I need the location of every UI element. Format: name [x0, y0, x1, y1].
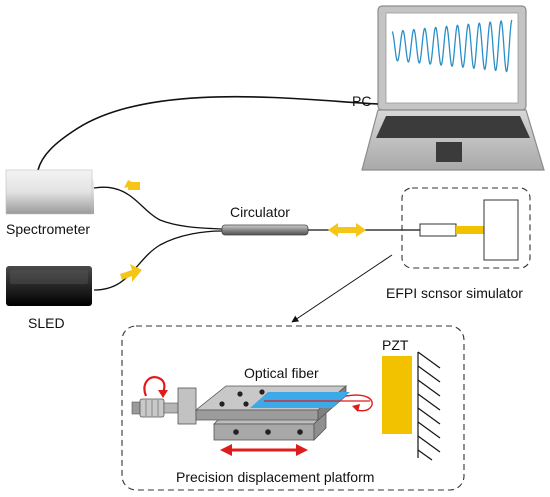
fiber-spectrometer — [93, 186, 223, 230]
arrow-to-spectrometer — [124, 180, 140, 190]
pzt-label: PZT — [382, 337, 409, 353]
efpi-fiber-yellow — [456, 226, 484, 234]
double-arrow-icon — [328, 223, 366, 237]
laptop-icon — [361, 5, 545, 171]
circulator-device — [221, 224, 309, 236]
platform-dashed-box — [121, 325, 465, 491]
fiber-sled — [93, 230, 223, 291]
arrow-from-sled — [120, 264, 142, 282]
pzt-block — [382, 356, 412, 434]
efpi-dashed-box — [401, 187, 531, 269]
translation-arrow — [220, 444, 308, 456]
efpi-label: EFPI scnsor simulator — [386, 285, 523, 301]
spectrometer-label: Spectrometer — [6, 221, 90, 237]
platform-stage — [131, 385, 350, 441]
reflection-arrow — [345, 394, 373, 412]
optical-fiber-label: Optical fiber — [244, 365, 319, 381]
efpi-reflector — [483, 199, 519, 261]
zoom-pointer — [291, 254, 393, 323]
circulator-label: Circulator — [230, 204, 290, 220]
wall-hatch — [417, 351, 441, 461]
screen-waveform — [391, 19, 513, 73]
sled-device — [6, 266, 92, 306]
spectrometer-device — [5, 169, 94, 215]
sled-label: SLED — [28, 315, 65, 331]
efpi-ferrule — [419, 223, 457, 237]
rotation-arrow-icon — [143, 376, 168, 398]
pc-label: PC — [352, 93, 371, 109]
platform-label: Precision displacement platform — [176, 469, 374, 485]
pc-cable — [37, 95, 379, 171]
